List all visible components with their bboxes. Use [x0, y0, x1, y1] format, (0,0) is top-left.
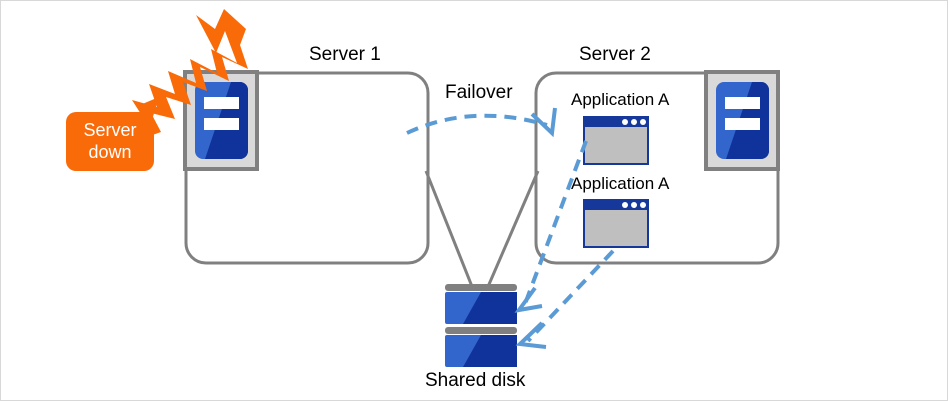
server1-title: Server 1 — [309, 44, 381, 65]
callout-line-2: down — [88, 142, 132, 162]
server2-title: Server 2 — [579, 44, 651, 65]
callout-tail — [140, 97, 159, 123]
callout-text-block: Server down — [66, 119, 154, 163]
app2-to-disk-head — [515, 321, 547, 349]
failover-arrow-curve — [406, 113, 548, 135]
disk-block-upper — [445, 292, 517, 324]
disk-bar-top — [445, 284, 517, 291]
window-titlebar-1 — [584, 117, 648, 127]
server1-icon-bar-2 — [204, 118, 239, 130]
connector-server2-to-disk — [485, 170, 540, 290]
window-dot-1b — [631, 119, 637, 125]
application-label-1: Application A — [571, 90, 670, 109]
shared-disk-label: Shared disk — [425, 370, 526, 391]
disk-bar-middle — [445, 327, 517, 334]
failover-arrow — [406, 107, 557, 138]
connector-server1-to-disk — [424, 170, 475, 290]
application-label-2: Application A — [571, 174, 670, 193]
app1-to-disk-head — [514, 286, 543, 313]
app1-to-disk-arrow — [514, 140, 588, 313]
app1-to-disk-line — [523, 140, 588, 305]
application-window-icon-1 — [583, 116, 649, 165]
server1-machine-icon — [183, 70, 259, 171]
window-titlebar-2 — [584, 200, 648, 210]
window-dot-1c — [640, 119, 646, 125]
window-dot-1a — [622, 119, 628, 125]
server2-icon-bar-1 — [725, 97, 760, 109]
callout-line-1: Server — [83, 120, 137, 140]
server2-machine-icon — [704, 70, 780, 171]
app2-to-disk-line — [526, 249, 615, 343]
window-dot-2c — [640, 202, 646, 208]
app2-to-disk-arrow — [515, 249, 615, 349]
disk-block-lower — [445, 335, 517, 367]
application-window-icon-2 — [583, 199, 649, 248]
window-dot-2a — [622, 202, 628, 208]
server1-icon-bar-1 — [204, 97, 239, 109]
server-down-callout — [66, 97, 159, 171]
failover-label: Failover — [445, 82, 513, 103]
shared-disk-icon — [445, 284, 517, 367]
callout-bubble — [66, 112, 154, 171]
failover-arrow-head — [530, 107, 557, 138]
window-dot-2b — [631, 202, 637, 208]
server2-icon-bar-2 — [725, 118, 760, 130]
lightning-bolt-icon — [125, 9, 248, 139]
